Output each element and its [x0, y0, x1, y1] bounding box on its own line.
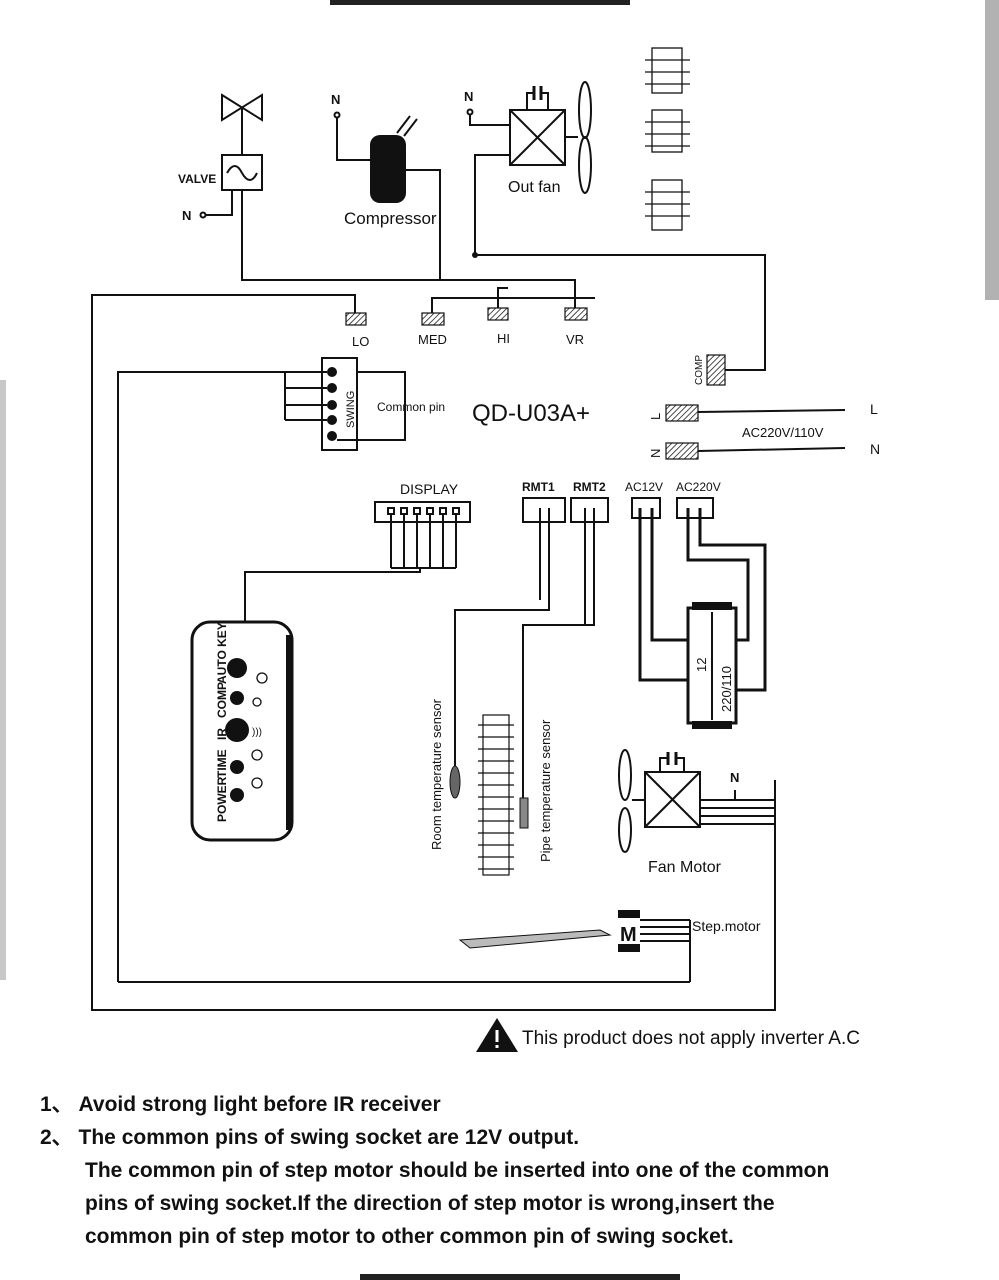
comp-panel-label: COMP	[215, 682, 229, 718]
ac220v-label: AC220V	[676, 480, 721, 494]
step-motor-symbol	[458, 910, 691, 982]
fan-motor-n-label: N	[730, 770, 739, 785]
room-sensor-label: Room temperature sensor	[429, 698, 444, 850]
model-label: QD-U03A+	[472, 400, 590, 427]
valve-symbol	[221, 93, 263, 191]
note-text: Avoid strong light before IR receiver	[78, 1093, 441, 1116]
display-label: DISPLAY	[400, 481, 459, 497]
vr-label: VR	[566, 332, 584, 347]
out-fan-label: Out fan	[508, 179, 560, 196]
step-motor-label: Step.motor	[692, 918, 761, 934]
transformer-low-label: 12	[694, 658, 709, 672]
power-led	[230, 788, 244, 802]
note-2-line-2: The common pin of step motor should be i…	[40, 1154, 980, 1187]
out-fan-motor-symbol	[509, 81, 592, 194]
ac12v-connector	[631, 497, 661, 519]
note-number: 1、	[40, 1093, 73, 1116]
compressor-n-label: N	[331, 92, 340, 107]
comp-led	[230, 691, 244, 705]
room-sensor-probe	[449, 765, 461, 799]
auto-icon	[256, 672, 268, 684]
clock-icon	[251, 749, 263, 761]
ac-supply-label: AC220V/110V	[742, 425, 824, 440]
note-text: common pin of step motor to other common…	[85, 1225, 734, 1248]
common-pin-label: Common pin	[377, 400, 445, 414]
valve-label: VALVE	[178, 172, 216, 186]
ir-label: IR	[215, 728, 229, 740]
ac12v-label: AC12V	[625, 480, 663, 494]
note-text: pins of swing socket.If the direction of…	[85, 1192, 775, 1215]
comp-icon	[252, 697, 262, 707]
time-led	[230, 760, 244, 774]
l-pin-label: L	[648, 413, 663, 420]
comp-connector	[706, 354, 726, 386]
med-label: MED	[418, 332, 447, 347]
ac220v-connector	[676, 497, 714, 519]
time-label: TIME	[215, 749, 229, 778]
evaporator-grid	[478, 714, 514, 876]
n-pin-label: N	[648, 449, 663, 458]
note-number: 2、	[40, 1126, 73, 1149]
note-2: 2、 The common pins of swing socket are 1…	[40, 1121, 980, 1154]
transformer	[686, 602, 738, 729]
rmt2-connector	[570, 497, 609, 523]
note-text: The common pins of swing socket are 12V …	[78, 1126, 580, 1149]
fan-motor-label: Fan Motor	[648, 859, 722, 876]
n-connector	[665, 442, 699, 460]
power-icon	[251, 777, 263, 789]
compressor-symbol	[370, 115, 418, 203]
fan-speed-connectors	[345, 307, 588, 326]
outfan-n-label: N	[464, 89, 473, 104]
rmt2-label: RMT2	[573, 480, 606, 494]
display-connector	[244, 501, 471, 625]
warning-icon	[476, 1018, 518, 1052]
ir-receiver	[225, 718, 249, 742]
l-output-label: L	[870, 401, 878, 417]
note-text: The common pin of step motor should be i…	[85, 1159, 830, 1182]
warning-text: This product does not apply inverter A.C	[522, 1028, 860, 1049]
pipe-sensor-label: Pipe temperature sensor	[538, 719, 553, 862]
valve-n-label: N	[182, 208, 191, 223]
lo-label: LO	[352, 334, 369, 349]
swing-label: SWING	[345, 391, 357, 428]
auto-key-button	[227, 658, 247, 678]
rmt1-connector	[522, 497, 566, 523]
compressor-label: Compressor	[344, 209, 437, 228]
ir-wave-icon: )))	[252, 727, 262, 738]
auto-key-label: AUTO KEY	[215, 622, 229, 684]
transformer-high-label: 220/110	[719, 666, 734, 712]
step-motor-m-label: M	[620, 924, 637, 946]
note-1: 1、 Avoid strong light before IR receiver	[40, 1088, 980, 1121]
power-label: POWER	[215, 776, 229, 822]
swing-connector	[117, 357, 406, 982]
l-connector	[665, 404, 699, 422]
heat-exchanger-grids	[645, 47, 690, 231]
rmt1-label: RMT1	[522, 480, 555, 494]
fan-motor-symbol	[618, 749, 775, 853]
comp-label: COMP	[694, 355, 705, 385]
notes-list: 1、 Avoid strong light before IR receiver…	[40, 1088, 980, 1253]
note-2-line-4: common pin of step motor to other common…	[40, 1220, 980, 1253]
pipe-sensor-probe	[519, 797, 529, 829]
display-panel: )))	[190, 620, 294, 842]
n-output-label: N	[870, 441, 880, 457]
hi-label: HI	[497, 331, 510, 346]
note-2-line-3: pins of swing socket.If the direction of…	[40, 1187, 980, 1220]
